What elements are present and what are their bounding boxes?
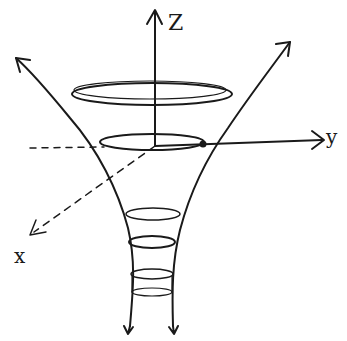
axis-label: Z — [168, 12, 183, 34]
axis-label: y — [326, 127, 337, 147]
arrowhead — [147, 10, 162, 24]
x-axis — [34, 146, 155, 232]
arrowhead — [30, 220, 46, 235]
arrowhead — [16, 58, 30, 72]
level-circle — [129, 236, 175, 248]
z-axis — [154, 12, 156, 146]
level-line — [171, 276, 172, 292]
level-circle — [72, 83, 232, 105]
level-circle — [126, 208, 180, 220]
arrowhead — [169, 326, 178, 334]
level-circle — [132, 288, 172, 296]
axis-label: x — [14, 246, 25, 266]
arrowhead — [276, 42, 290, 56]
level-line — [131, 276, 132, 292]
level-circle — [74, 81, 226, 99]
level-circle — [131, 269, 173, 279]
point — [201, 142, 206, 147]
arrowhead — [312, 131, 324, 149]
y-axis-dashed — [30, 147, 104, 148]
arrowhead — [124, 326, 133, 334]
y-axis — [155, 140, 322, 146]
